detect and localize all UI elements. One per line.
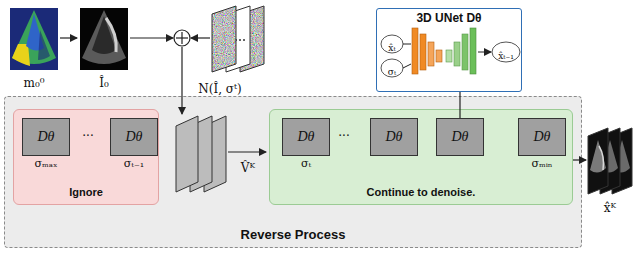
flow-arrow bbox=[130, 37, 173, 38]
node-title: Dθ bbox=[371, 119, 417, 154]
label-holder: x̂ₜ₋₁ bbox=[498, 45, 514, 63]
denoiser-box: Dθσₜ₋₁ bbox=[110, 118, 158, 156]
label-holder: σₜ bbox=[388, 61, 396, 79]
label-holder: V̂ᴷ bbox=[241, 158, 255, 176]
noise-label: N(Î, σᵗ) bbox=[198, 82, 241, 96]
node-title: Continue to denoise. bbox=[367, 186, 476, 198]
node-title: Dθ bbox=[283, 119, 329, 154]
sigma-label: σₘₐₓ bbox=[23, 157, 69, 171]
volume-label: V̂ᴷ bbox=[241, 161, 255, 175]
output-label: x̂ₜ₋₁ bbox=[498, 51, 514, 61]
input-label: σₜ bbox=[388, 67, 396, 77]
connector bbox=[459, 92, 460, 118]
input-label: x̂ₜ bbox=[388, 43, 395, 53]
denoiser-box: Dθ bbox=[436, 118, 484, 156]
add-symbol bbox=[174, 30, 190, 46]
label-holder: N(Î, σᵗ) bbox=[198, 79, 241, 97]
node-title: Reverse Process bbox=[241, 227, 346, 242]
node-title: 3D UNet Dθ bbox=[416, 11, 481, 25]
denoiser-box: Dθσₘₐₓ bbox=[22, 118, 70, 156]
ignore-group: IgnoreDθσₘₐₓDθσₜ₋₁ bbox=[13, 109, 159, 205]
label-holder: m₀⁰ bbox=[24, 73, 45, 91]
output-volume-stack bbox=[588, 128, 632, 194]
process-region: Reverse ProcessIgnoreDθσₘₐₓDθσₜ₋₁Continu… bbox=[4, 96, 582, 248]
image-label: m₀⁰ bbox=[24, 76, 45, 90]
node-title: Dθ bbox=[23, 119, 69, 154]
echo-image bbox=[80, 8, 128, 70]
image-label: Î₀ bbox=[99, 76, 109, 90]
output-label: x̂ᴷ bbox=[604, 201, 616, 215]
node-title: Dθ bbox=[111, 119, 157, 154]
label-holder: x̂ᴷ bbox=[604, 198, 616, 216]
sigma-label: σₜ₋₁ bbox=[111, 157, 157, 171]
noise-stack bbox=[212, 6, 264, 72]
label-holder: ... bbox=[82, 122, 93, 140]
flow-arrow bbox=[573, 159, 586, 160]
denoiser-box: Dθσₘᵢₙ bbox=[518, 118, 566, 156]
flow-arrow bbox=[191, 37, 210, 38]
sigma-label: σₜ bbox=[283, 157, 329, 171]
node-title: Dθ bbox=[519, 119, 565, 154]
flow-arrow bbox=[60, 37, 77, 38]
ellipsis: ... bbox=[82, 125, 93, 139]
label-holder: Î₀ bbox=[99, 73, 109, 91]
label-holder: x̂ₜ bbox=[388, 37, 395, 55]
node-title: Ignore bbox=[69, 186, 103, 198]
node-title: Dθ bbox=[437, 119, 483, 154]
noisy-volume-stack bbox=[176, 116, 226, 192]
denoise-group: Continue to denoise.DθσₜDθDθDθσₘᵢₙ bbox=[269, 109, 573, 205]
mask-image bbox=[10, 8, 58, 70]
denoiser-box: Dθσₜ bbox=[282, 118, 330, 156]
label-holder: ... bbox=[338, 122, 349, 140]
flow-arrow bbox=[181, 47, 182, 114]
sigma-label: σₘᵢₙ bbox=[519, 157, 565, 171]
unet-symbol bbox=[381, 28, 520, 77]
flow-arrow bbox=[228, 151, 266, 152]
denoiser-box: Dθ bbox=[370, 118, 418, 156]
ellipsis: ... bbox=[338, 125, 349, 139]
